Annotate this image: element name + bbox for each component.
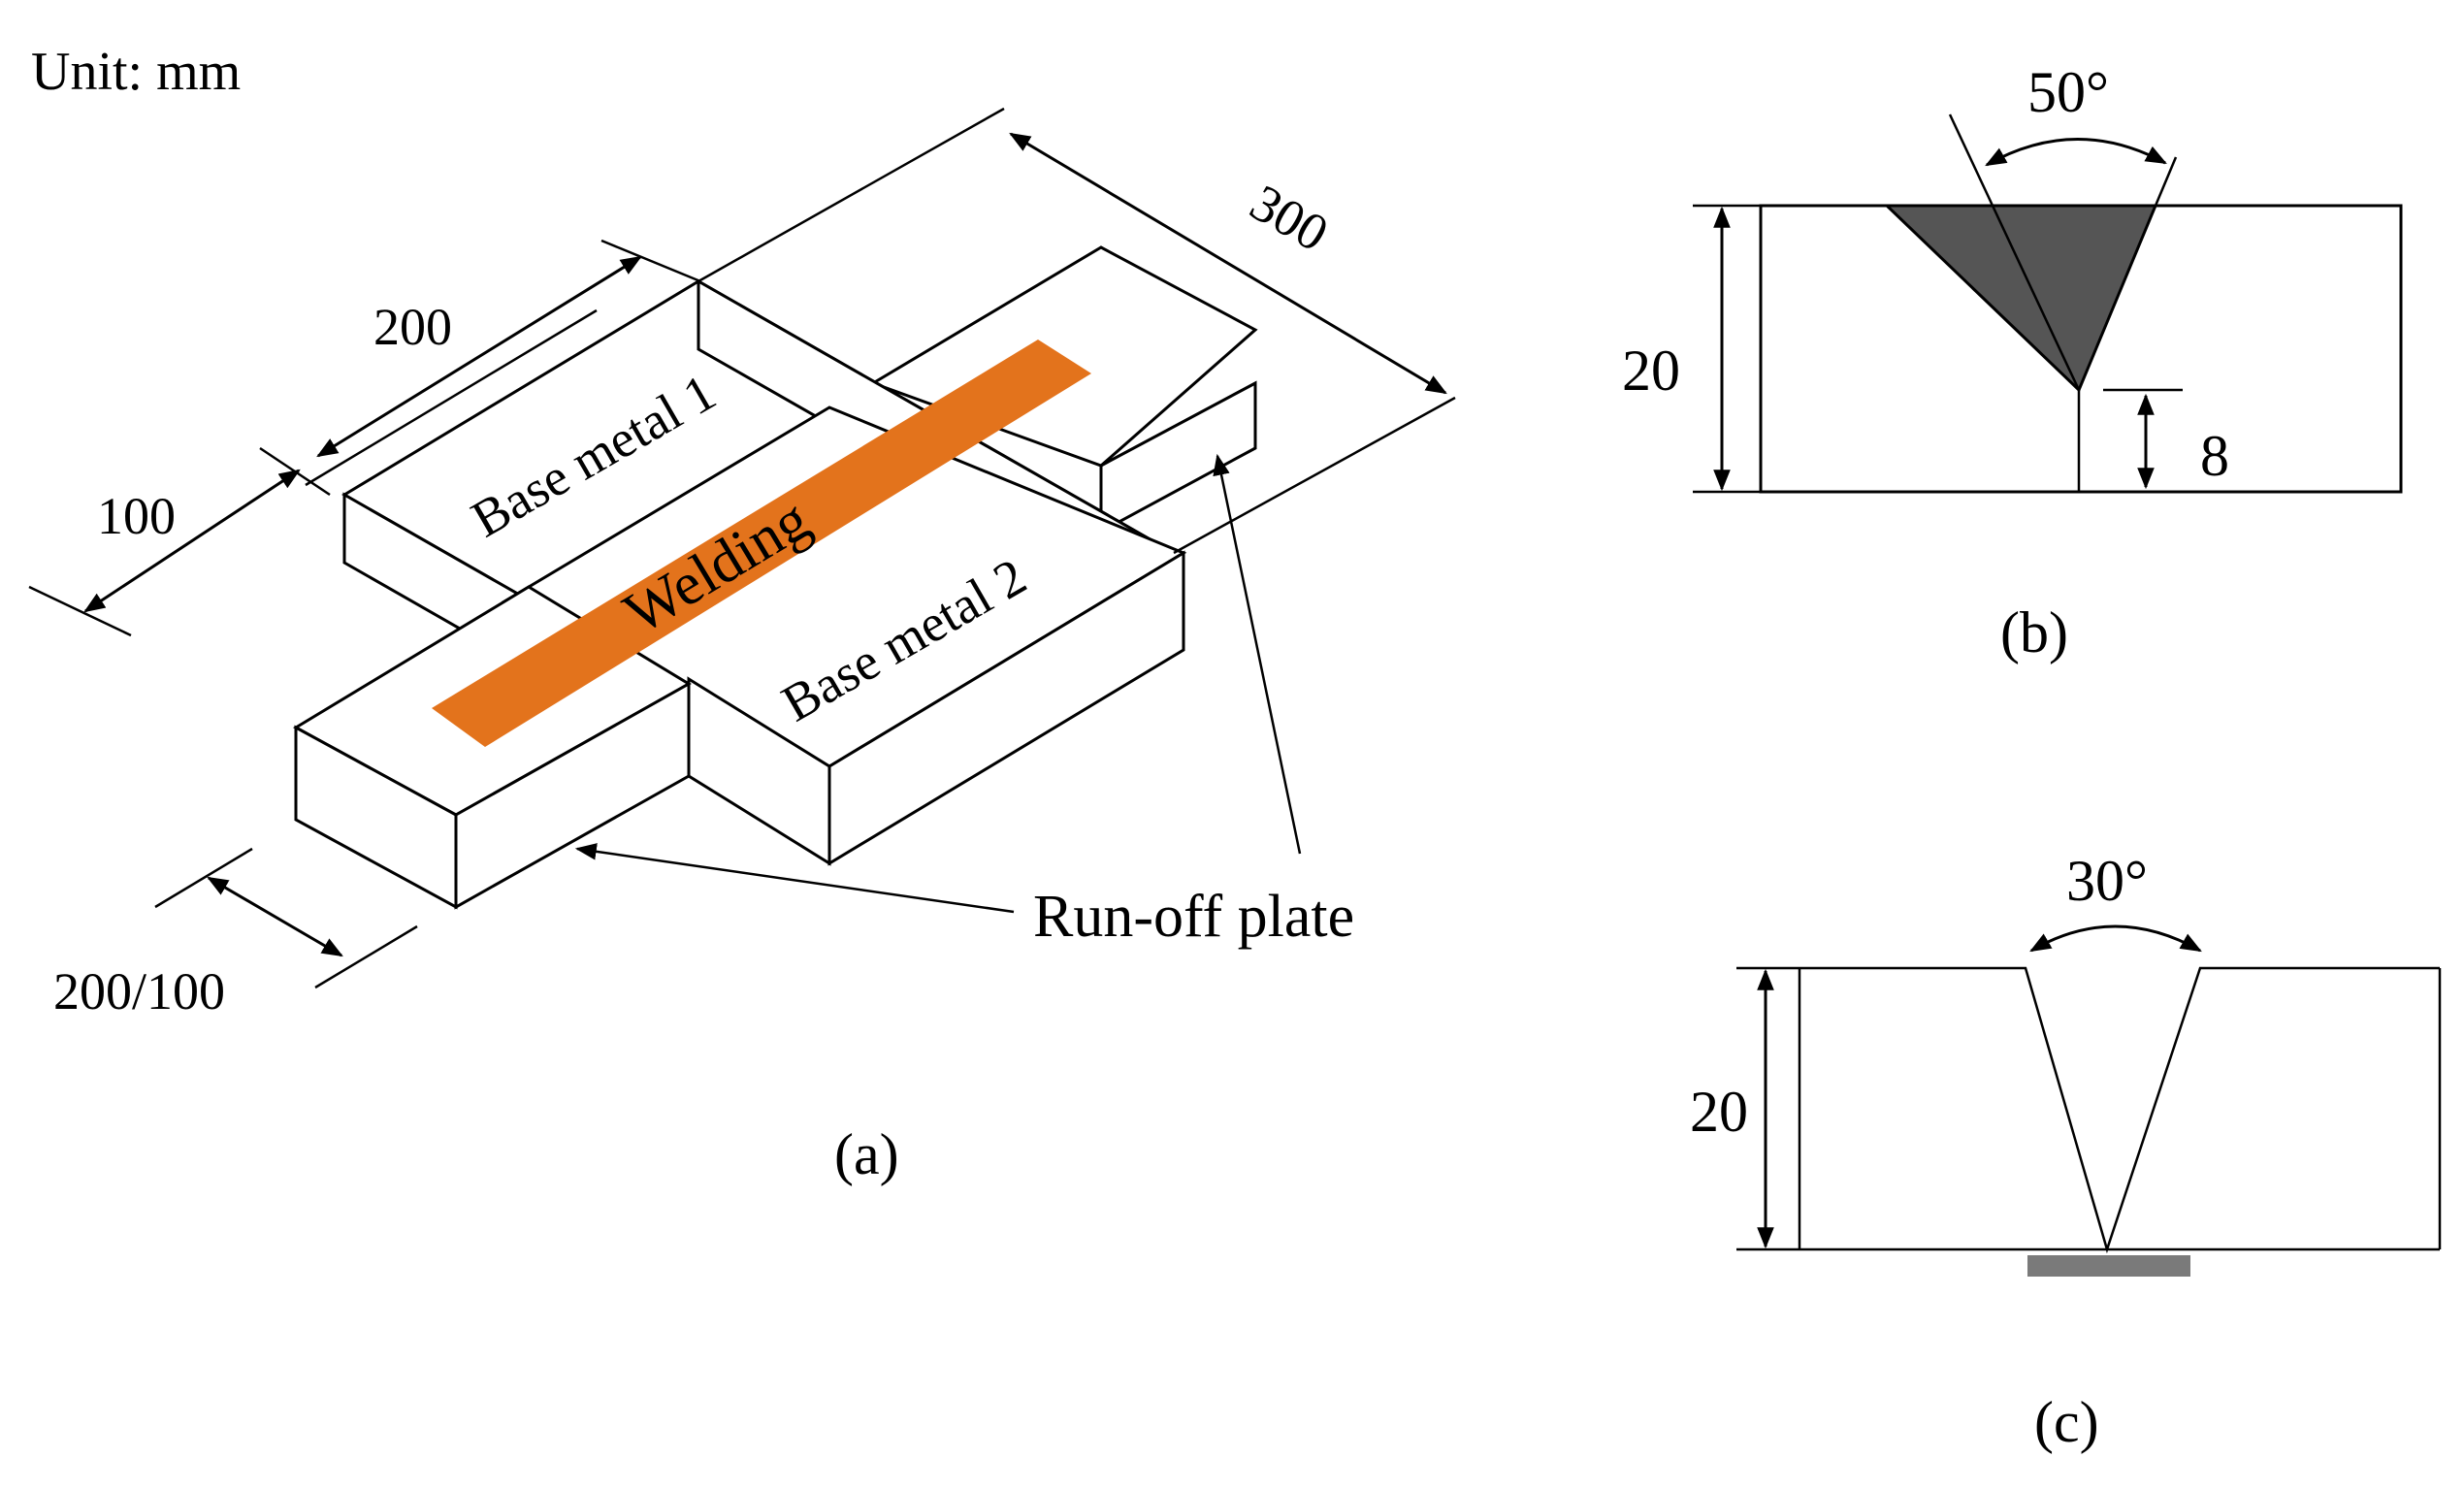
unit-label: Unit: mm — [31, 42, 241, 102]
thickness-label-b: 20 — [1622, 339, 1680, 403]
caption-c: (c) — [2034, 1390, 2099, 1454]
angle-label-b: 50° — [2027, 60, 2109, 124]
angle-arc-c — [2029, 924, 2202, 953]
angle-guide-right-b — [2154, 156, 2178, 207]
dim-300 — [697, 107, 1456, 555]
panel-b: 50° 20 8 (b) — [1622, 60, 2403, 664]
dim-100-label: 100 — [97, 487, 176, 545]
dim-300-label: 300 — [1241, 173, 1338, 262]
dim-100 — [28, 446, 331, 637]
dim-200-100-label: 200/100 — [53, 962, 225, 1020]
panel-a: Base metal 1 Base metal 2 Welding 300 20… — [28, 107, 1456, 1186]
backing-strip-c — [2027, 1255, 2190, 1277]
weld-bead — [432, 340, 1091, 747]
groove-b — [1883, 204, 2158, 393]
angle-arc-b — [1985, 138, 2167, 167]
plate-c-top — [1799, 966, 2440, 1254]
dim-200-100 — [154, 847, 418, 989]
angle-guide-left-b — [1948, 113, 2081, 391]
dim-200-label: 200 — [373, 298, 452, 356]
root-label-b: 8 — [2200, 424, 2229, 488]
run-off-plate-leaders — [574, 453, 1302, 914]
angle-label-c: 30° — [2066, 849, 2148, 913]
caption-b: (b) — [2000, 600, 2068, 664]
panel-c: 30° 20 (c) — [1690, 849, 2442, 1454]
dim-200 — [305, 239, 701, 487]
label-run-off-plate: Run-off plate — [1033, 884, 1354, 950]
caption-a: (a) — [834, 1122, 899, 1186]
thickness-label-c: 20 — [1690, 1080, 1748, 1144]
